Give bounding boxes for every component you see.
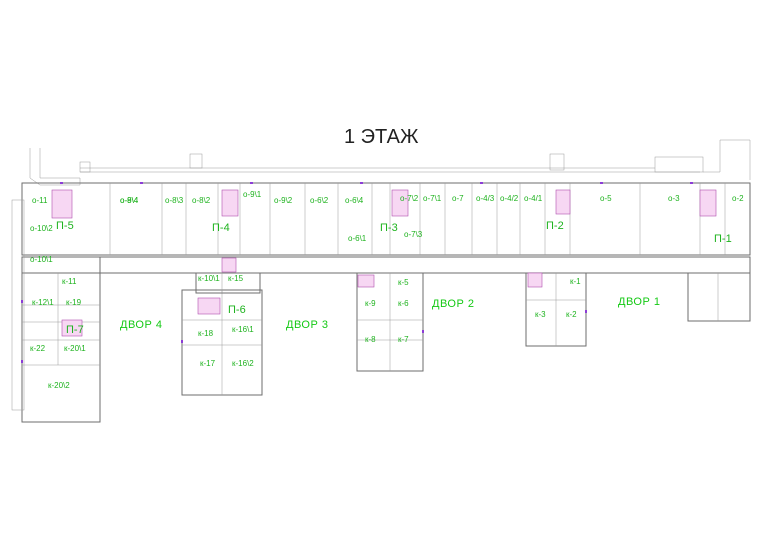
east-annex [687, 272, 751, 322]
stair-k [527, 272, 543, 288]
room-label: о-10\2 [30, 224, 53, 233]
stair-label: П-4 [212, 222, 230, 234]
stair-p5 [51, 189, 73, 219]
stair-label: П-2 [546, 220, 564, 232]
courtyard-label: ДВОР 2 [432, 298, 475, 310]
room-label: о-6\4 [345, 196, 364, 205]
stair-labels: П-5 П-4 П-3 П-2 П-1 П-6 П-7 [56, 220, 732, 336]
room-label: к-1 [570, 277, 581, 286]
room-label: о-8\2 [192, 196, 211, 205]
room-label: к-20\1 [64, 344, 86, 353]
room-labels: о-11 о-10\2 о-10\1 о-9\4 о-8\4 о-8\3 о-8… [30, 190, 744, 390]
courtyard-label: ДВОР 1 [618, 296, 661, 308]
stair-p1 [699, 189, 717, 217]
stair-label: П-5 [56, 220, 74, 232]
room-label: к-16\1 [232, 325, 254, 334]
room-label: к-2 [566, 310, 577, 319]
room-label: к-8 [365, 335, 376, 344]
stairwells [51, 189, 717, 337]
room-label: о-5 [600, 194, 612, 203]
block-k9 [356, 272, 424, 372]
room-label: к-15 [228, 274, 244, 283]
room-label: о-7\2 [400, 194, 419, 203]
room-label: к-12\1 [32, 298, 54, 307]
block-k3 [525, 272, 587, 347]
block-k10 [181, 272, 263, 396]
room-label: о-8\4 [120, 196, 139, 205]
room-label: к-20\2 [48, 381, 70, 390]
room-label: о-4/1 [524, 194, 543, 203]
room-label: к-11 [62, 277, 77, 286]
room-label: о-8\3 [165, 196, 184, 205]
room-label: о-4/3 [476, 194, 495, 203]
stair-p2 [555, 189, 571, 215]
windows [21, 182, 693, 363]
room-label: к-5 [398, 278, 409, 287]
stair-p7 [61, 319, 83, 337]
stair-label: П-1 [714, 233, 732, 245]
courtyard-label: ДВОР 3 [286, 319, 329, 331]
stair-label: П-3 [380, 222, 398, 234]
room-label: к-6 [398, 299, 409, 308]
room-label: о-9\1 [243, 190, 262, 199]
room-label: о-6\1 [348, 234, 367, 243]
stair-p6 [197, 297, 221, 315]
room-label: о-6\2 [310, 196, 329, 205]
room-label: к-7 [398, 335, 409, 344]
room-label: к-18 [198, 329, 214, 338]
room-label: о-9\2 [274, 196, 293, 205]
room-label: к-19 [66, 298, 82, 307]
room-label: о-11 [32, 196, 48, 205]
room-label: о-10\1 [30, 255, 53, 264]
stair-p4 [221, 189, 239, 217]
room-label: о-4/2 [500, 194, 519, 203]
floor-title: 1 ЭТАЖ [344, 126, 419, 148]
room-label: о-3 [668, 194, 680, 203]
room-label: о-7\3 [404, 230, 423, 239]
room-label: к-17 [200, 359, 216, 368]
stair-k10 [221, 257, 237, 273]
room-label: к-9 [365, 299, 376, 308]
room-label: к-3 [535, 310, 546, 319]
room-label: к-22 [30, 344, 46, 353]
stair-k9 [357, 274, 375, 288]
room-label: о-7\1 [423, 194, 442, 203]
room-label: о-2 [732, 194, 744, 203]
room-label: о-9\4 [120, 196, 139, 205]
room-label: к-16\2 [232, 359, 254, 368]
courtyard-labels: ДВОР 4 ДВОР 3 ДВОР 2 ДВОР 1 [120, 296, 661, 331]
room-label: к-10\1 [198, 274, 220, 283]
room-label: о-7 [452, 194, 464, 203]
stair-p3 [391, 189, 409, 217]
stair-label: П-7 [66, 324, 84, 336]
roof-outline [29, 139, 751, 186]
stair-label: П-6 [228, 304, 246, 316]
west-wing [11, 199, 101, 423]
courtyard-label: ДВОР 4 [120, 319, 163, 331]
